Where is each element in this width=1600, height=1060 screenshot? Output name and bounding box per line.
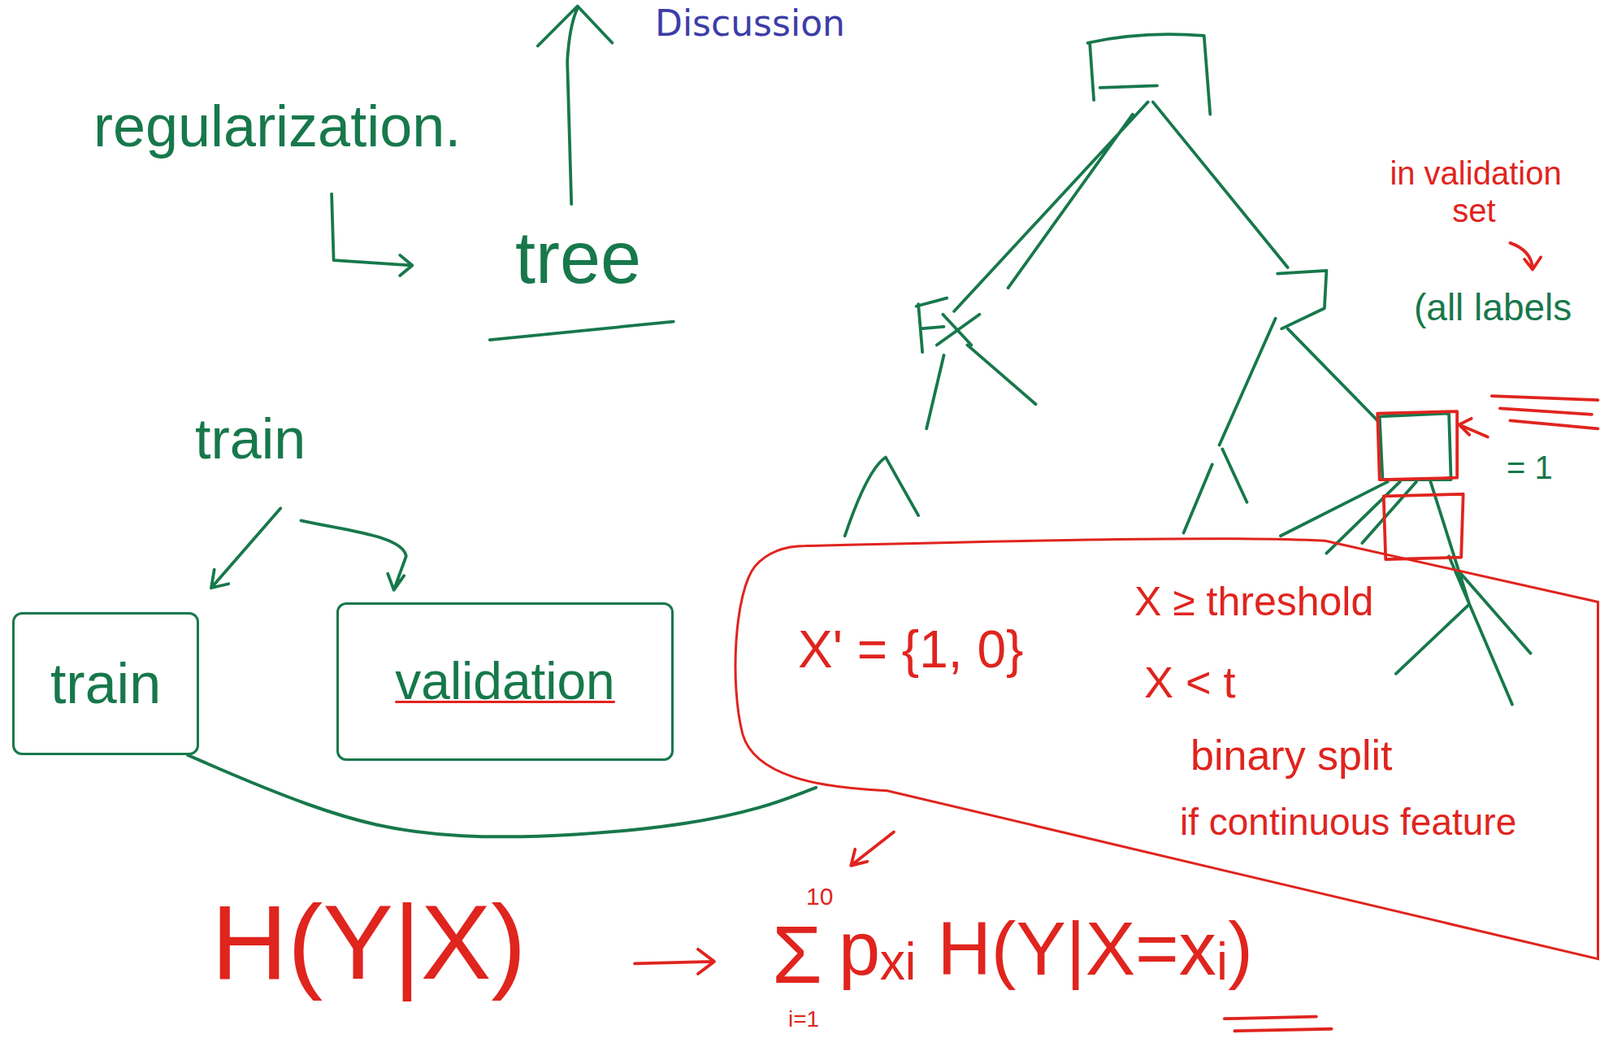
up-arrow: [537, 6, 613, 205]
text-holder: binary split: [1188, 731, 1395, 781]
box-label: train: [48, 650, 163, 717]
data-box: validation: [336, 602, 674, 761]
sum-symbol: Σ: [770, 913, 824, 995]
underline: [1224, 1016, 1332, 1032]
label-holder: in validation set: [1373, 154, 1577, 230]
handwritten-note: train: [193, 406, 308, 473]
tree-branch: [926, 344, 1036, 429]
label-holder: train: [193, 406, 308, 473]
label-holder: (all labels: [1412, 286, 1574, 330]
formula: pₓᵢ H(Y|X=xᵢ): [836, 906, 1255, 993]
label-holder: tree: [513, 216, 643, 301]
data-box: train: [12, 611, 200, 755]
tree-branch: [1219, 318, 1379, 446]
scribble: [1491, 395, 1599, 429]
red-ink: [634, 242, 1598, 1031]
region-outline: [735, 538, 1598, 959]
split-arrow: [300, 520, 406, 590]
text-holder: if continuous feature: [1178, 800, 1518, 844]
tree-root: [1088, 34, 1211, 115]
highlight-box: [1377, 411, 1463, 560]
split-arrow: [211, 507, 281, 588]
tree-leaf: [1379, 413, 1452, 481]
connector-curve: [187, 754, 816, 837]
tree-node: [916, 298, 980, 353]
handwritten-note: X < t: [1142, 656, 1238, 707]
underline: [489, 321, 674, 341]
sum-limit: i=1: [786, 1005, 821, 1032]
handwritten-note: in validation set: [1387, 155, 1561, 229]
slide-title: Discussion: [653, 2, 847, 44]
label-holder: regularization.: [91, 92, 463, 161]
label-holder: i=1: [786, 1005, 821, 1032]
title-holder: Discussion: [653, 3, 847, 45]
box-label: validation: [393, 651, 616, 712]
handwritten-note: X ≥ threshold: [1132, 578, 1375, 626]
highlight-region: X' = {1, 0} X ≥ threshold X < t binary spli…: [734, 535, 1600, 964]
label-holder: Σ: [770, 913, 824, 995]
handwritten-note: X' = {1, 0}: [796, 620, 1025, 681]
tree-branch: [953, 102, 1288, 312]
label-holder: = 1: [1504, 448, 1555, 486]
pointer-arrow: [1459, 418, 1488, 438]
label-holder: pₓᵢ H(Y|X=xᵢ): [836, 906, 1255, 993]
pointer-arrow: [1509, 242, 1541, 270]
handwritten-note: binary split: [1188, 731, 1395, 781]
implies-arrow: [634, 949, 715, 974]
sum-limit: 10: [804, 882, 835, 911]
handwritten-note: if continuous feature: [1178, 800, 1518, 844]
handwritten-note: tree: [513, 216, 643, 301]
handwritten-note: = 1: [1504, 448, 1555, 486]
label-holder: 10: [804, 882, 835, 911]
handwritten-note: (all labels: [1412, 286, 1574, 330]
text-holder: X < t: [1142, 656, 1238, 707]
handwritten-note: regularization.: [91, 92, 463, 161]
bracket-arrow: [331, 194, 412, 276]
text-holder: X' = {1, 0}: [796, 620, 1025, 681]
text-holder: X ≥ threshold: [1132, 578, 1375, 626]
tree-branch: [845, 449, 1248, 537]
label-holder: H(Y|X): [209, 881, 529, 1004]
pointer-arrow: [850, 831, 894, 865]
tree-node: [1277, 270, 1327, 330]
formula: H(Y|X): [209, 881, 529, 1004]
